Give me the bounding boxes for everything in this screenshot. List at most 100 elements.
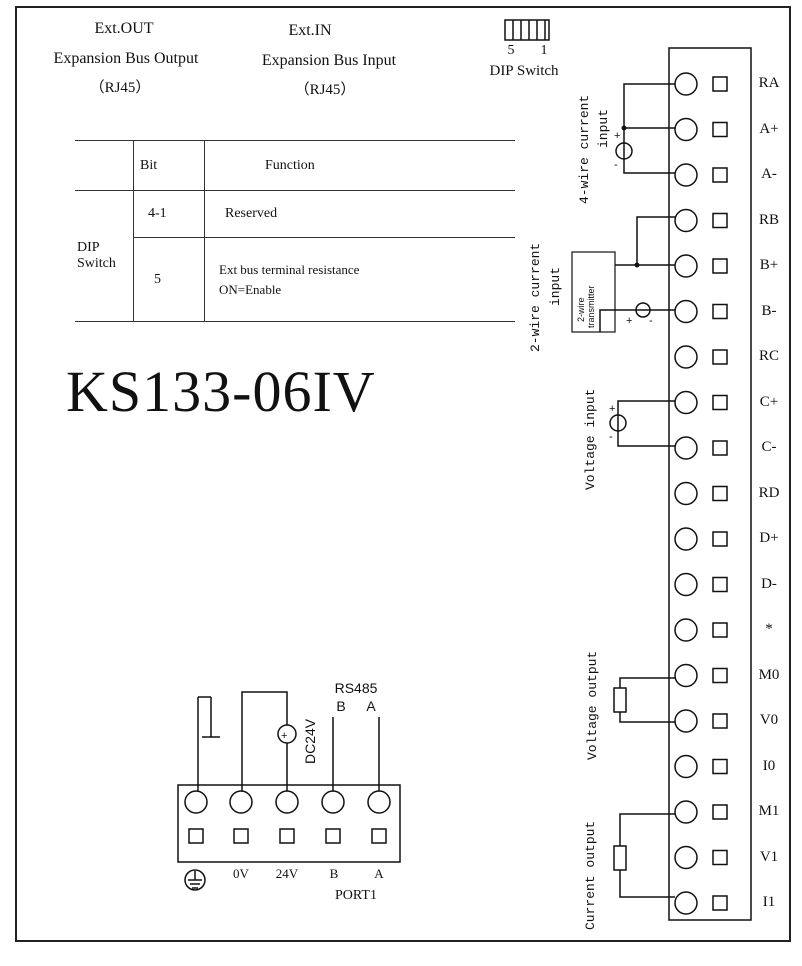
svg-text:-: -: [614, 159, 618, 171]
terminal-label: I1: [762, 894, 776, 910]
terminal-clamp: [712, 349, 728, 365]
table-header-bit: Bit: [133, 140, 205, 191]
terminal-screw: [674, 663, 698, 688]
terminal-label: C+: [759, 393, 779, 410]
earth-ground-icon: [184, 869, 206, 891]
table-header-function: Function: [204, 140, 515, 191]
ext-out-code: Ext.OUT: [94, 20, 154, 37]
terminal-screw: [674, 390, 698, 415]
dc24v-label: DC24V: [302, 718, 318, 764]
port-terminal-label: 24V: [275, 866, 299, 881]
terminal-screw: [674, 572, 698, 597]
terminal-screw: [674, 481, 698, 506]
terminal-clamp: [712, 849, 728, 866]
table-cell-function-line: Ext bus terminal resistance: [219, 261, 360, 277]
terminal-clamp: [712, 485, 728, 502]
port-terminal-screw: [275, 790, 299, 814]
terminal-label: D-: [761, 575, 777, 592]
table-group-label-dip: DIP: [77, 240, 100, 255]
port-terminal-screw: [321, 790, 345, 814]
terminal-label: A+: [759, 120, 779, 137]
svg-text:-: -: [649, 315, 653, 327]
table-cell-bit: 5: [133, 237, 205, 322]
table-cell-function: Reserved: [204, 190, 515, 238]
rs485-b-label: B: [336, 698, 346, 714]
port-terminal-screw: [367, 790, 391, 814]
table-cell-bit: 4-1: [133, 190, 205, 238]
terminal-screw: [674, 891, 698, 915]
terminal-clamp: [712, 895, 728, 911]
port-terminal-label: 0V: [233, 866, 249, 881]
port1-label: PORT1: [335, 888, 377, 903]
current-output-wiring: [613, 813, 675, 898]
terminal-label: D+: [759, 530, 779, 546]
terminal-label: RD: [758, 484, 780, 501]
terminal-label: B+: [759, 257, 779, 273]
svg-text:+: +: [609, 403, 615, 415]
dip-switch-icon: [504, 19, 550, 41]
terminal-clamp: [712, 758, 728, 775]
terminal-clamp: [712, 76, 728, 92]
terminal-label: RA: [758, 75, 780, 91]
table-group-cell: DIP Switch: [75, 190, 134, 322]
voltage-input-wiring: [609, 400, 675, 447]
dip-number-1: 1: [540, 43, 548, 58]
terminal-screw: [674, 345, 698, 369]
voltage-input-label: Voltage input: [583, 388, 598, 490]
ext-out-name: Expansion Bus Output: [53, 50, 199, 67]
port1-wiring: [197, 691, 380, 791]
ext-in-code: Ext.IN: [288, 22, 332, 39]
two-wire-label-2: input: [548, 266, 563, 306]
voltage-output-wiring: [613, 677, 675, 723]
terminal-screw: [674, 208, 698, 233]
port-terminal-clamp: [188, 828, 204, 844]
svg-text:-: -: [609, 431, 613, 443]
terminal-label: M1: [758, 803, 780, 819]
svg-text:+: +: [281, 730, 287, 742]
terminal-label: *: [765, 621, 773, 637]
terminal-screw: [674, 163, 698, 187]
voltage-output-label: Voltage output: [585, 650, 600, 760]
terminal-label: V0: [759, 712, 779, 728]
port1-terminal-block: [177, 784, 401, 863]
table-row: DIP Switch 4-1 Reserved: [75, 190, 515, 322]
two-wire-wiring: [571, 216, 675, 333]
terminal-clamp: [712, 303, 728, 320]
terminal-screw: [674, 800, 698, 824]
port-terminal-label: A: [374, 866, 384, 881]
terminal-clamp: [712, 576, 728, 593]
terminal-label: A-: [761, 166, 777, 182]
terminal-clamp: [712, 531, 728, 547]
terminal-label: RC: [758, 348, 779, 364]
ext-in-name: Expansion Bus Input: [261, 52, 397, 69]
right-terminal-block: [668, 47, 752, 921]
terminal-clamp: [712, 622, 728, 638]
terminal-clamp: [712, 667, 728, 684]
terminal-screw: [674, 72, 698, 96]
terminal-label: M0: [758, 666, 780, 683]
terminal-label: C-: [761, 439, 777, 455]
port-terminal-clamp: [233, 828, 249, 844]
port-terminal-screw: [229, 790, 253, 814]
transmitter-label-1: 2-wire: [576, 297, 586, 322]
table-cell-function-line: ON=Enable: [219, 281, 282, 297]
svg-text:+: +: [614, 130, 620, 142]
terminal-screw: [674, 527, 698, 551]
terminal-screw: [674, 618, 698, 642]
port-terminal-clamp: [371, 828, 387, 844]
ext-in-connector: （RJ45）: [294, 82, 356, 98]
terminal-screw: [674, 299, 698, 324]
terminal-clamp: [712, 258, 728, 274]
table-corner-cell: [75, 140, 134, 191]
table-row: 5 Ext bus terminal resistance ON=Enable: [75, 237, 515, 322]
terminal-label: I0: [762, 757, 776, 774]
svg-text:+: +: [626, 315, 632, 327]
terminal-clamp: [712, 167, 728, 183]
terminal-label: RB: [758, 211, 779, 228]
table-cell-function: Ext bus terminal resistance ON=Enable: [204, 237, 515, 322]
terminal-clamp: [712, 394, 728, 411]
terminal-clamp: [712, 121, 728, 138]
dip-switch-label: DIP Switch: [489, 63, 559, 79]
terminal-screw: [674, 845, 698, 870]
